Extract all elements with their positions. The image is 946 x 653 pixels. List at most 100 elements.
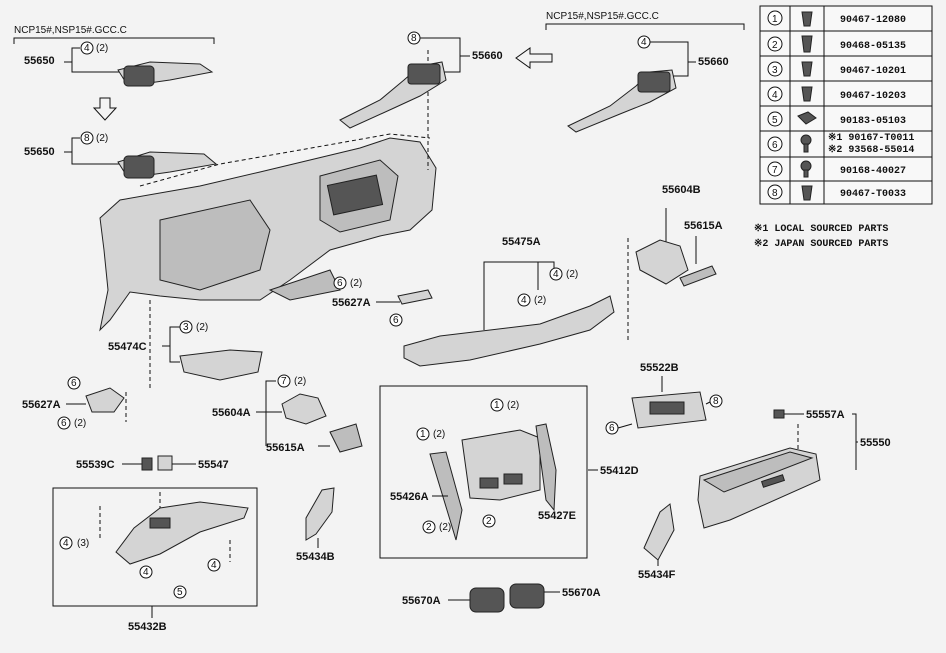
callout-6-mid bbox=[333, 276, 347, 290]
callout-6-mid-b bbox=[389, 313, 403, 327]
svg-text:6: 6 bbox=[772, 140, 778, 151]
callout-6-left bbox=[67, 376, 81, 390]
lower-panel-55432b bbox=[115, 501, 249, 565]
callout-2-b bbox=[482, 514, 496, 528]
label-55547[interactable]: 55547 bbox=[198, 459, 229, 471]
label-55412d[interactable]: 55412D bbox=[600, 465, 639, 477]
svg-text:2: 2 bbox=[426, 522, 432, 533]
side-vent-55650-top bbox=[117, 61, 214, 87]
label-55604a[interactable]: 55604A bbox=[212, 407, 251, 419]
callout-8-55522b bbox=[709, 394, 723, 408]
label-55432b[interactable]: 55432B bbox=[128, 621, 167, 633]
svg-text:90183-05103: 90183-05103 bbox=[840, 116, 906, 127]
label-55474c[interactable]: 55474C bbox=[108, 341, 147, 353]
label-55660-left[interactable]: 55660 bbox=[472, 50, 503, 62]
label-55627a-mid[interactable]: 55627A bbox=[332, 297, 371, 309]
svg-text:4: 4 bbox=[143, 567, 149, 578]
box-55432b bbox=[52, 487, 258, 607]
side-vent-55650-bottom bbox=[117, 151, 218, 179]
svg-text:4: 4 bbox=[84, 43, 90, 54]
svg-text:90467-T0033: 90467-T0033 bbox=[840, 189, 906, 200]
label-55550[interactable]: 55550 bbox=[860, 437, 891, 449]
svg-text:(2): (2) bbox=[507, 400, 519, 411]
svg-text:1: 1 bbox=[772, 14, 778, 25]
label-55434f[interactable]: 55434F bbox=[638, 569, 676, 581]
svg-text:(2): (2) bbox=[433, 429, 445, 440]
table-row: 8 90467-T0033 bbox=[767, 184, 906, 201]
label-55604b[interactable]: 55604B bbox=[662, 184, 701, 196]
label-55670a-right[interactable]: 55670A bbox=[562, 587, 601, 599]
svg-text:6: 6 bbox=[609, 423, 615, 434]
stopper-55557a bbox=[773, 409, 785, 419]
header-bracket-right bbox=[545, 23, 745, 30]
left-arrow bbox=[515, 47, 553, 69]
clip-icon bbox=[801, 86, 813, 102]
callout-4-55475a-a bbox=[549, 267, 563, 281]
box-55412d bbox=[379, 385, 588, 559]
label-55615a-right[interactable]: 55615A bbox=[684, 220, 723, 232]
label-55539c[interactable]: 55539C bbox=[76, 459, 115, 471]
center-vent-55660-left bbox=[339, 61, 447, 129]
trim-55427e bbox=[535, 423, 557, 512]
bracket-55474c bbox=[179, 349, 263, 381]
label-55627a-left[interactable]: 55627A bbox=[22, 399, 61, 411]
svg-text:4: 4 bbox=[641, 37, 647, 48]
callout-6-left-b bbox=[57, 416, 71, 430]
label-55427e[interactable]: 55427E bbox=[538, 510, 576, 522]
svg-text:90168-40027: 90168-40027 bbox=[840, 166, 906, 177]
svg-text:(2): (2) bbox=[534, 295, 546, 306]
svg-text:4: 4 bbox=[521, 295, 527, 306]
svg-text:4: 4 bbox=[63, 538, 69, 549]
label-55475a[interactable]: 55475A bbox=[502, 236, 541, 248]
fastener-table: 1 90467-12080 2 90468-05135 3 90467-1020… bbox=[759, 5, 933, 205]
clip-icon bbox=[801, 61, 813, 77]
label-55650-bottom[interactable]: 55650 bbox=[24, 146, 55, 158]
callout-2-a bbox=[422, 520, 436, 534]
vent-55670a-right bbox=[509, 583, 545, 609]
model-header-right: NCP15#,NSP15#.GCC.C bbox=[546, 11, 659, 22]
svg-text:6: 6 bbox=[393, 315, 399, 326]
table-row: 7 90168-40027 bbox=[767, 160, 906, 178]
label-55426a[interactable]: 55426A bbox=[390, 491, 429, 503]
label-55660-right[interactable]: 55660 bbox=[698, 56, 729, 68]
callout-1-a bbox=[490, 398, 504, 412]
svg-text:4: 4 bbox=[772, 90, 778, 101]
svg-text:90467-12080: 90467-12080 bbox=[840, 15, 906, 26]
callout-4-55432b-b bbox=[139, 565, 153, 579]
svg-text:(3): (3) bbox=[77, 538, 89, 549]
note-local: ※1 LOCAL SOURCED PARTS bbox=[754, 223, 888, 235]
instrument-panel bbox=[99, 133, 437, 332]
table-row: 3 90467-10201 bbox=[767, 61, 906, 77]
duct-55604b bbox=[635, 239, 717, 287]
svg-text:(2): (2) bbox=[96, 133, 108, 144]
svg-text:(2): (2) bbox=[74, 418, 86, 429]
svg-text:※2 93568-55014: ※2 93568-55014 bbox=[828, 144, 914, 156]
label-55557a[interactable]: 55557A bbox=[806, 409, 845, 421]
svg-text:(2): (2) bbox=[294, 376, 306, 387]
callout-1-b bbox=[416, 427, 430, 441]
label-55650-top[interactable]: 55650 bbox=[24, 55, 55, 67]
svg-text:(2): (2) bbox=[566, 269, 578, 280]
table-row: 1 90467-12080 bbox=[767, 10, 906, 27]
svg-text:2: 2 bbox=[486, 516, 492, 527]
callout-8 bbox=[80, 131, 94, 145]
note-japan: ※2 JAPAN SOURCED PARTS bbox=[754, 238, 888, 250]
trim-55434f bbox=[643, 503, 675, 561]
label-55434b[interactable]: 55434B bbox=[296, 551, 335, 563]
label-55670a-left[interactable]: 55670A bbox=[402, 595, 441, 607]
switch-55539c bbox=[141, 457, 153, 471]
svg-text:1: 1 bbox=[420, 429, 426, 440]
table-row: 6 ※1 90167-T0011 ※2 93568-55014 bbox=[767, 132, 914, 156]
label-55522b[interactable]: 55522B bbox=[640, 362, 679, 374]
table-row: 4 90467-10203 bbox=[767, 86, 906, 102]
cover-55627a-mid bbox=[397, 289, 433, 305]
svg-text:6: 6 bbox=[337, 278, 343, 289]
duct-55604a bbox=[281, 393, 363, 453]
svg-text:90467-10203: 90467-10203 bbox=[840, 91, 906, 102]
clip-icon bbox=[801, 35, 813, 53]
svg-text:8: 8 bbox=[84, 133, 90, 144]
label-55615a-left[interactable]: 55615A bbox=[266, 442, 305, 454]
down-arrow bbox=[92, 97, 118, 121]
